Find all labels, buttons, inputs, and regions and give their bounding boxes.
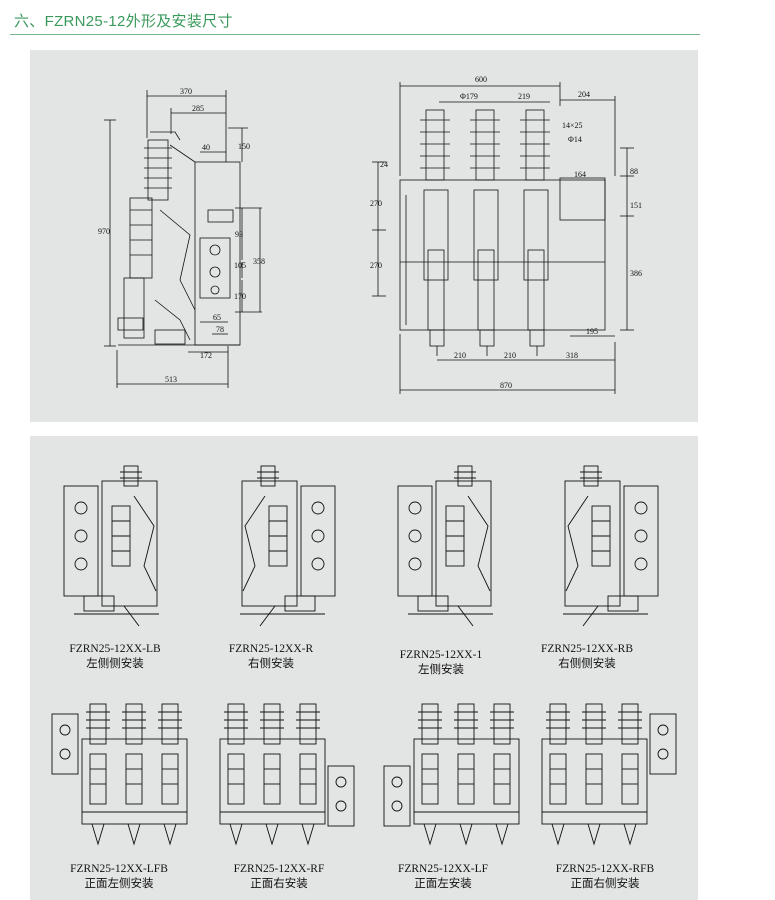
variant-desc: 正面右安装 xyxy=(250,878,308,890)
dimension-drawings: 370 285 40 150 970 93 105 358 170 65 78 … xyxy=(98,75,642,394)
dim-210-right: 210 xyxy=(504,351,516,360)
variant-model: FZRN25-12XX-LB xyxy=(69,643,161,655)
dim-870: 870 xyxy=(500,381,512,390)
variant-caption-lf: FZRN25-12XX-LF 正面左安装 xyxy=(358,862,528,892)
front-view-drawing xyxy=(372,82,634,394)
mounting-variants-panel: FZRN25-12XX-LB 左侧侧安装 FZRN25-12XX-R 右侧安装 … xyxy=(30,436,698,900)
page-title: 六、FZRN25-12外形及安装尺寸 xyxy=(14,13,233,30)
variant-desc: 正面左安装 xyxy=(414,878,472,890)
variant-model: FZRN25-12XX-RB xyxy=(540,643,633,655)
variant-drawing-lfb xyxy=(51,703,188,845)
variant-drawing-rf xyxy=(219,703,355,845)
dim-78: 78 xyxy=(216,325,224,334)
variant-caption-lfb: FZRN25-12XX-LFB 正面左侧安装 xyxy=(34,862,204,892)
dim-65: 65 xyxy=(213,313,221,322)
dim-88: 88 xyxy=(630,167,638,176)
dim-204: 204 xyxy=(578,90,590,99)
dim-970: 970 xyxy=(98,227,110,236)
dim-phi179: Φ179 xyxy=(460,92,478,101)
dim-105: 105 xyxy=(234,261,246,270)
variant-model: FZRN25-12XX-RFB xyxy=(555,863,655,875)
variant-model: FZRN25-12XX-1 xyxy=(399,649,483,661)
dim-93: 93 xyxy=(235,230,243,239)
variant-desc: 正面右侧安装 xyxy=(570,878,640,890)
variant-model: FZRN25-12XX-RF xyxy=(233,863,325,875)
dimension-drawing-panel: 370 285 40 150 970 93 105 358 170 65 78 … xyxy=(30,50,698,422)
variant-desc: 左侧侧安装 xyxy=(86,658,144,670)
dim-40: 40 xyxy=(202,143,210,152)
dim-150: 150 xyxy=(238,142,250,151)
dim-285: 285 xyxy=(192,104,204,113)
dim-386: 386 xyxy=(630,269,642,278)
variant-caption-l: FZRN25-12XX-1 左侧安装 xyxy=(356,648,526,678)
dim-195: 195 xyxy=(586,327,598,336)
variant-drawing-r xyxy=(239,465,336,627)
dim-170: 170 xyxy=(234,292,246,301)
title-divider xyxy=(10,34,700,35)
variant-drawing-lb xyxy=(63,465,160,627)
variant-drawing-l xyxy=(397,465,494,627)
variant-model: FZRN25-12XX-LFB xyxy=(70,863,168,875)
dim-270-upper: 270 xyxy=(370,199,382,208)
dim-164: 164 xyxy=(574,170,586,179)
dim-219: 219 xyxy=(518,92,530,101)
variant-desc: 右侧安装 xyxy=(248,658,294,670)
dim-slot-14x25: 14×25 xyxy=(562,121,583,130)
variant-caption-r: FZRN25-12XX-R 右侧安装 xyxy=(186,642,356,672)
dim-172: 172 xyxy=(200,351,212,360)
variant-caption-rfb: FZRN25-12XX-RFB 正面右侧安装 xyxy=(520,862,690,892)
dim-318: 318 xyxy=(566,351,578,360)
variant-desc: 右侧侧安装 xyxy=(558,658,616,670)
dim-phi14: Φ14 xyxy=(568,135,582,144)
dim-24: 24 xyxy=(380,160,388,169)
variant-desc: 正面左侧安装 xyxy=(84,878,154,890)
variant-model: FZRN25-12XX-LF xyxy=(397,863,489,875)
variant-drawing-rfb xyxy=(541,703,677,845)
dim-513: 513 xyxy=(165,375,177,384)
variant-drawing-lf xyxy=(383,703,520,845)
variant-caption-lb: FZRN25-12XX-LB 左侧侧安装 xyxy=(30,642,200,672)
side-view-drawing xyxy=(104,90,262,388)
variant-model: FZRN25-12XX-R xyxy=(228,643,314,655)
variant-desc: 左侧安装 xyxy=(418,664,464,676)
dim-600: 600 xyxy=(475,75,487,84)
variant-caption-rf: FZRN25-12XX-RF 正面右安装 xyxy=(194,862,364,892)
dim-210-left: 210 xyxy=(454,351,466,360)
variant-drawing-rb xyxy=(562,465,659,627)
dim-370: 370 xyxy=(180,87,192,96)
dim-151: 151 xyxy=(630,201,642,210)
dim-270-lower: 270 xyxy=(370,261,382,270)
dim-358: 358 xyxy=(253,257,265,266)
variant-caption-rb: FZRN25-12XX-RB 右侧侧安装 xyxy=(502,642,672,672)
